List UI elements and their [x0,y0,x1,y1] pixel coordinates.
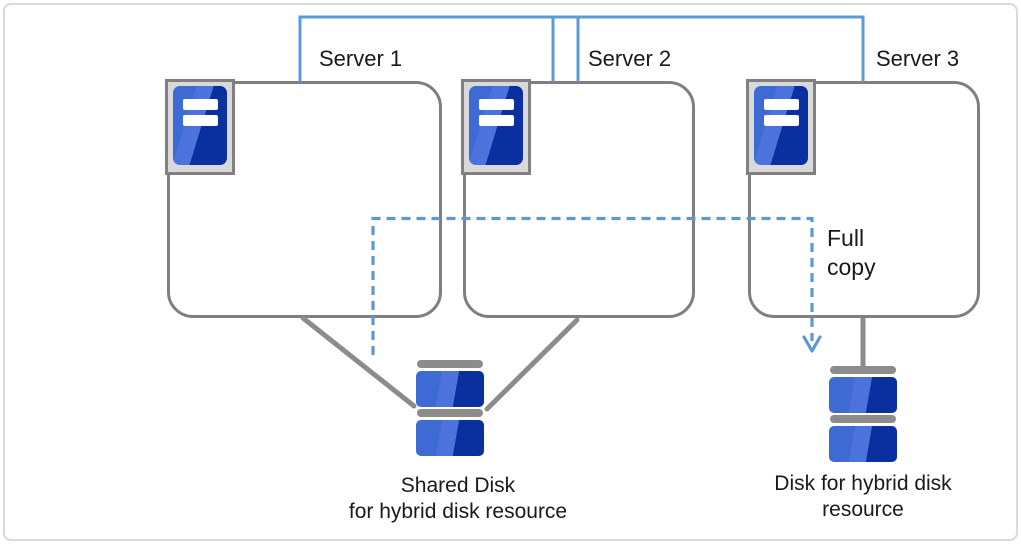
server-icon-bar [479,115,514,126]
disk-body [416,420,484,456]
full-copy-label: Full copy [827,225,876,280]
disk-body [829,377,897,413]
full-copy-dashed-path [371,216,814,355]
server-icon-body [754,86,808,165]
server-icon-bar [183,115,218,126]
shared-disk-stack-icon [416,360,484,458]
hybrid-disk-stack-icon [829,366,897,464]
disk-body [416,371,484,407]
server-icon-body [173,86,227,165]
disk-cap [417,360,483,368]
server-tower-icon [461,79,531,175]
server-icon-body [469,86,523,165]
server-label-1: Server 1 [319,46,403,71]
server-icon-bar [479,99,514,110]
server-label-3: Server 3 [876,46,960,71]
server-icon-bar [183,99,218,110]
disk-body [829,426,897,462]
disk-cap [830,415,896,423]
arrow-down-icon [802,335,822,353]
hybrid-disk-caption: Disk for hybrid disk resource [774,472,952,521]
server-tower-icon [165,79,235,175]
disk-cap [830,366,896,374]
server2-shared-disk-line [484,317,580,412]
disk-cap [417,409,483,417]
server-icon-bar [764,99,799,110]
server-label-2: Server 2 [588,46,672,71]
network-connector-line [298,15,865,82]
server1-shared-disk-line [300,315,417,409]
shared-disk-caption: Shared Disk for hybrid disk resource [348,474,568,523]
server-tower-icon [746,79,816,175]
server-icon-bar [764,115,799,126]
